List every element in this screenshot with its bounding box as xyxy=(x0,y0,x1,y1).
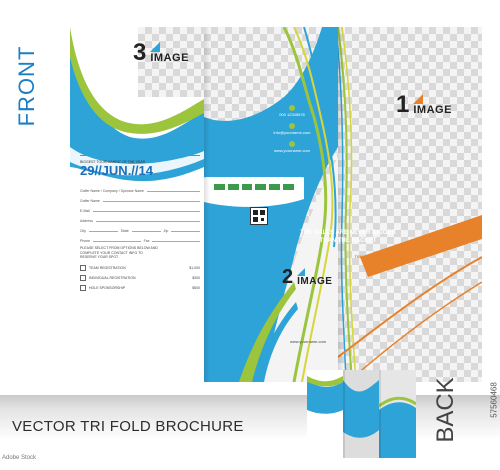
tagline: THE BALLS ARE NEVER BIGGER THAN THE RACK… xyxy=(284,230,412,259)
checkbox-icon[interactable] xyxy=(80,284,86,291)
contact-web[interactable]: www.yourname.com xyxy=(273,148,310,153)
wave-decoration-middle xyxy=(204,27,338,382)
phone-icon xyxy=(289,105,295,111)
bottom-bar xyxy=(0,395,500,470)
image-word-3: IMAGE xyxy=(150,52,189,64)
checkbox-icon[interactable] xyxy=(80,274,86,281)
front-label: FRONT xyxy=(0,26,54,146)
bottom-web[interactable]: www.yourname.com xyxy=(290,339,327,344)
image-number-3: 3 xyxy=(133,39,147,66)
form-field-city[interactable]: City State Zip xyxy=(80,224,201,233)
image-word-1: IMAGE xyxy=(413,104,452,116)
form-field-phone[interactable]: Phone Fax xyxy=(80,234,200,243)
form-field-email[interactable]: E-Mail xyxy=(80,204,200,213)
back-label: BACK xyxy=(422,360,470,460)
option-individual[interactable]: INDIVIDUAL REGISTRATION $300 xyxy=(80,273,200,283)
triangle-icon xyxy=(150,42,161,52)
checker-pattern-top-left xyxy=(138,27,204,97)
tagline-line-1: THE BALLS ARE NEVER BIGGER xyxy=(300,230,396,236)
image-number-2: 2 xyxy=(282,266,294,288)
front-label-text: FRONT xyxy=(14,45,39,127)
watermark-id: 57560468 xyxy=(489,382,499,418)
panel-left: 3 IMAGE ENTRY $20 REGISTRATION NOW BIGGE… xyxy=(70,27,204,382)
form-note: PLEASE SELECT FROM OPTIONS BELOW AND COM… xyxy=(80,246,158,259)
form-field-golfer[interactable]: Golfer Name xyxy=(80,194,200,203)
registration-form: ENTRY $20 REGISTRATION NOW BIGGEST TOURN… xyxy=(80,147,201,293)
back-thumbnail xyxy=(307,370,416,458)
panel-middle: 000 12345678 info@yourname.com www.yourn… xyxy=(204,27,338,382)
form-field-sponsor[interactable]: Golfer Name / Company / Sponsor Name xyxy=(80,184,200,193)
fold-shadow xyxy=(204,27,210,382)
image-number-1: 1 xyxy=(396,91,410,118)
back-label-text: BACK xyxy=(432,377,459,443)
globe-icon xyxy=(289,141,295,147)
caption-title: VECTOR TRI FOLD BROCHURE xyxy=(12,418,244,435)
wave-decoration-right xyxy=(338,27,482,382)
entry-fee: ENTRY $20 xyxy=(144,147,166,152)
panel-right: 1 IMAGE xyxy=(338,27,482,382)
wave-decoration-left xyxy=(70,27,204,382)
form-field-address[interactable]: Address xyxy=(80,214,200,223)
checkbox-icon[interactable] xyxy=(80,264,86,271)
contact-phone: 000 12345678 xyxy=(279,112,305,117)
event-date: 29//JUN.//14 xyxy=(80,163,153,178)
email-icon xyxy=(289,123,295,129)
tagline-line-2: THAN THE RACKET xyxy=(319,238,377,244)
image-word-2: IMAGE xyxy=(297,275,333,287)
qr-code-icon xyxy=(250,207,268,225)
option-hole[interactable]: HOLE SPONSORSHIP $500 xyxy=(80,283,200,293)
map-strip xyxy=(206,177,302,197)
watermark-brand: Adobe Stock xyxy=(2,455,37,461)
registration-heading: REGISTRATION NOW xyxy=(109,152,171,158)
triangle-icon xyxy=(413,94,424,104)
contact-email[interactable]: info@yourname.com xyxy=(273,130,311,135)
option-team[interactable]: TEAM REGISTRATION $1,000 xyxy=(80,263,200,273)
brochure-front: 3 IMAGE ENTRY $20 REGISTRATION NOW BIGGE… xyxy=(70,27,482,382)
image-placeholder-1: 1 IMAGE xyxy=(396,93,452,117)
fold-shadow xyxy=(338,27,344,382)
image-placeholder-2: 2 IMAGE xyxy=(282,265,332,289)
image-placeholder-3: 3 IMAGE xyxy=(133,41,189,65)
tournament-tagline: BIGGEST TOURNAMENT OF THE YEAR xyxy=(80,160,146,164)
triangle-icon xyxy=(297,267,306,276)
club-name: TENNIS CLUB xyxy=(354,254,382,259)
contact-block: 000 12345678 info@yourname.com www.yourn… xyxy=(262,105,322,153)
